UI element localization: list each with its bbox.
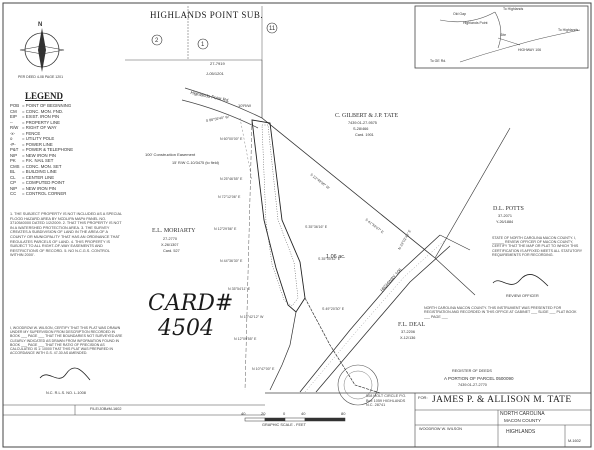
- svg-text:N 35°54'11" E: N 35°54'11" E: [228, 287, 251, 291]
- plat-reference-1: 27-7919: [210, 61, 225, 66]
- svg-text:S 35°00'42" E: S 35°00'42" E: [318, 257, 341, 261]
- vicinity-label-to-highlands-2: To Highlands: [558, 28, 579, 32]
- legend-item: -P-= POWER LINE: [10, 141, 53, 147]
- tate-card: Card. 1901: [355, 133, 374, 137]
- legend-item: --= PROPERTY LINE: [10, 119, 60, 125]
- review-officer-label: REVIEW OFFICER: [506, 294, 539, 298]
- vicinity-label-site: Site: [500, 33, 507, 37]
- job-number: M-1602: [568, 439, 581, 443]
- scale-tick: 40: [301, 411, 306, 416]
- acreage: 1.06 ac.: [326, 254, 346, 260]
- scale-tick: 0: [283, 411, 286, 416]
- legend-item: EIP= EXIST. IRON PIN: [10, 114, 60, 119]
- scale-label: GRAPHIC SCALE - FEET: [262, 423, 306, 427]
- tate-deed: 7439.01-27-9575: [348, 121, 377, 125]
- file-reference: FILE/JOB#M-1602: [90, 407, 122, 411]
- svg-text:N 15°42'12" W: N 15°42'12" W: [240, 315, 264, 319]
- vicinity-label-to-highlands: To Highlands: [503, 7, 524, 11]
- legend-item: o= UTILITY POLE: [10, 136, 55, 141]
- card-number-line1: CARD#: [148, 291, 234, 316]
- row-label: 10'R/W: [238, 103, 251, 108]
- title-township: HIGHLANDS: [506, 429, 536, 435]
- plat-reference-2: J-05/1201: [206, 71, 224, 76]
- legend-title: LEGEND: [25, 91, 64, 101]
- legend-item: R/W= RIGHT OF WAY: [10, 125, 57, 130]
- legend-item: NIP= NEW IRON PIN: [10, 152, 57, 158]
- surveyor-seal: [337, 364, 379, 406]
- deed-reference: PER DEED 4-08 PAGE 1201: [18, 75, 64, 79]
- legend-item: CM= CONC. MON. FND.: [10, 108, 64, 114]
- parcel-portion: A PORTION OF PARCEL 0500090: [444, 376, 514, 381]
- legend-item: NIP= NEW IRON PIN: [10, 185, 57, 191]
- scale-tick: 80: [341, 411, 346, 416]
- title-for-label: FOR:: [418, 395, 428, 400]
- svg-text:N 60°00'00" E: N 60°00'00" E: [220, 137, 243, 141]
- deal-owner: F.L. DEAL: [398, 322, 426, 328]
- legend-item: CC= CONTROL CORNER: [10, 191, 67, 196]
- lot-number-11: 11: [269, 26, 276, 32]
- legend-item: CP= COMPUTED POINT: [10, 180, 65, 185]
- legend-item: CL= CENTER LINE: [10, 174, 55, 180]
- svg-text:S 49°20'30" E: S 49°20'30" E: [322, 307, 345, 311]
- potts-deed: 37-2071: [498, 214, 512, 218]
- deal-book: X-12/136: [400, 336, 416, 340]
- title-county: MACON COUNTY: [504, 418, 541, 423]
- scale-tick: 20: [261, 411, 266, 416]
- legend-item: P&T= POWER & TELEPHONE: [10, 147, 74, 152]
- svg-text:N 10°47'00" E: N 10°47'00" E: [252, 367, 275, 371]
- parcel-pin: 7439.01-27-2770: [458, 383, 487, 387]
- tate-book: S-28/466: [353, 127, 369, 131]
- moriarty-card: Card. 527: [163, 249, 180, 253]
- potts-owner: D.L. POTTS: [493, 206, 524, 212]
- owner-address: 508 HOLT CIRCLE P.O. Box 1059 HIGHLANDS …: [366, 394, 407, 408]
- scale-tick: 40: [241, 411, 246, 416]
- survey-notes: 1. THE SUBJECT PROPERTY IS NOT INCLUDED …: [10, 212, 122, 258]
- moriarty-owner: E.L. MORIARTY: [152, 228, 196, 234]
- north-label: N: [38, 22, 43, 28]
- svg-text:S 22°49'56" W: S 22°49'56" W: [309, 173, 330, 191]
- vicinity-map-box: [414, 5, 589, 69]
- firm-name: WOODROW W. WILSON: [419, 427, 463, 431]
- potts-book: Y-26/1884: [496, 220, 514, 224]
- svg-text:S 35°36'16" E: S 35°36'16" E: [305, 225, 328, 229]
- lot-number-2: 2: [155, 38, 159, 44]
- deal-deed: 37-2206: [401, 330, 415, 334]
- legend-list: POB= POINT OF BEGINNING CM= CONC. MON. F…: [10, 103, 100, 203]
- svg-text:N 33°02'45" E: N 33°02'45" E: [397, 229, 412, 251]
- row-note: 15' R/W C-10/3475 (to field): [172, 161, 219, 165]
- surveyor-registration: N.C. R.L.S. NO. L-1008: [46, 391, 86, 395]
- legend-item: -x-= FENCE: [10, 130, 41, 136]
- lot-number-1: 1: [201, 42, 205, 48]
- svg-text:N 25°46'55" E: N 25°46'55" E: [220, 177, 243, 181]
- moriarty-book: X-26/1307: [161, 243, 179, 247]
- svg-text:N 12°29'56" E: N 12°29'56" E: [214, 227, 237, 231]
- moriarty-deed: 27-2770: [163, 237, 177, 241]
- register-certificate: NORTH CAROLINA MACON COUNTY. THIS INSTRU…: [424, 306, 577, 319]
- register-of-deeds-label: REGISTER OF DEEDS: [452, 369, 492, 373]
- surveyor-certificate: I, WOODROW W. WILSON, CERTIFY THAT THIS …: [10, 326, 123, 356]
- vicinity-label-old-gap: Old Gap: [453, 12, 467, 16]
- svg-text:N 12°09'55" E: N 12°09'55" E: [234, 337, 257, 341]
- legend-item: CMS= CONC. MON. SET: [10, 163, 62, 169]
- vicinity-label-highlands-point: Highlands Point: [463, 21, 488, 25]
- state-certificate: STATE OF NORTH CAROLINA MACON COUNTY. I,…: [492, 236, 583, 257]
- vicinity-label-to-ge-rd: To GE Rd.: [430, 59, 447, 63]
- tate-owner: C. GILBERT & J.P. TATE: [335, 113, 399, 119]
- svg-text:S 88°59'40" W: S 88°59'40" W: [205, 115, 229, 123]
- easement-label: 100' Construction Easement: [145, 152, 196, 157]
- owner-name: JAMES P. & ALLISON M. TATE: [432, 395, 572, 405]
- legend-item: PK= P.K. NAIL SET: [10, 158, 54, 163]
- svg-text:N 44°36'30" E: N 44°36'30" E: [220, 259, 243, 263]
- svg-text:S 41°54'07" E: S 41°54'07" E: [364, 218, 384, 235]
- legend-item: POB= POINT OF BEGINNING: [10, 103, 72, 108]
- title-state: NORTH CAROLINA: [500, 411, 545, 417]
- svg-text:N 72°12'06" E: N 72°12'06" E: [218, 195, 241, 199]
- subdivision-name: HIGHLANDS POINT SUB.: [150, 10, 264, 20]
- vicinity-label-highway: HIGHWAY 106: [518, 48, 542, 52]
- legend-item: BL= BUILDING LINE: [10, 169, 57, 174]
- card-number-line2: 4504: [158, 316, 214, 341]
